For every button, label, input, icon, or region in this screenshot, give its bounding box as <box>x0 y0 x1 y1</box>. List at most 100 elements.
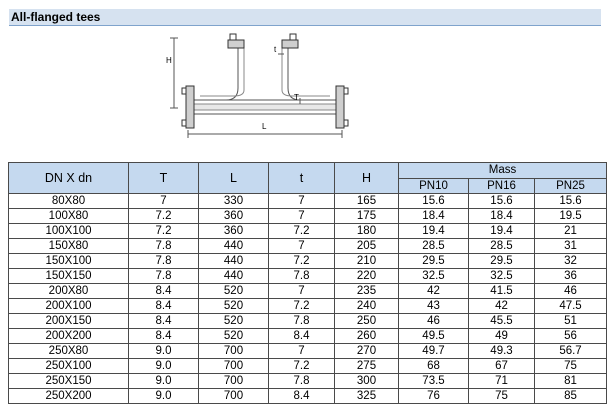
cell-mass-pn10: 29.5 <box>398 253 469 269</box>
cell-dn: 200X150 <box>8 313 129 329</box>
cell-mass-pn10: 32.5 <box>398 268 469 284</box>
cell-t: 8.4 <box>268 328 335 344</box>
cell-t: 7 <box>268 238 335 254</box>
cell-H: 165 <box>334 193 399 209</box>
cell-mass-pn16: 67 <box>468 358 535 374</box>
cell-H: 180 <box>334 223 399 239</box>
cell-mass-pn10: 15.6 <box>398 193 469 209</box>
cell-dn: 150X80 <box>8 238 129 254</box>
cell-t: 8.4 <box>268 388 335 404</box>
cell-mass-pn16: 75 <box>468 388 535 404</box>
header-pn25: PN25 <box>533 178 608 194</box>
cell-t: 7.2 <box>268 298 335 314</box>
cell-mass-pn10: 42 <box>398 283 469 299</box>
cell-H: 260 <box>334 328 399 344</box>
cell-L: 360 <box>198 223 269 239</box>
cell-L: 520 <box>198 298 269 314</box>
cell-t: 7 <box>268 208 335 224</box>
header-H: H <box>334 162 399 194</box>
cell-mass-pn16: 32.5 <box>468 268 535 284</box>
cell-L: 330 <box>198 193 269 209</box>
cell-dn: 250X150 <box>8 373 129 389</box>
dimension-h-label: H <box>166 56 172 65</box>
cell-T: 9.0 <box>128 358 199 374</box>
cell-mass-pn25: 85 <box>533 388 608 404</box>
cell-mass-pn25: 19.5 <box>533 208 608 224</box>
cell-T: 7.8 <box>128 238 199 254</box>
cell-dn: 250X80 <box>8 343 129 359</box>
cell-H: 175 <box>334 208 399 224</box>
cell-L: 700 <box>198 343 269 359</box>
left-flange <box>185 85 195 129</box>
cell-T: 7.2 <box>128 208 199 224</box>
cell-mass-pn16: 18.4 <box>468 208 535 224</box>
header-pn10: PN10 <box>398 178 469 194</box>
left-flange-bolt-bottom <box>181 119 187 127</box>
header-T: T <box>128 162 199 194</box>
cell-T: 8.4 <box>128 313 199 329</box>
cell-mass-pn25: 75 <box>533 358 608 374</box>
cell-mass-pn16: 49.3 <box>468 343 535 359</box>
cell-T: 9.0 <box>128 373 199 389</box>
cell-L: 700 <box>198 373 269 389</box>
cell-t: 7 <box>268 343 335 359</box>
tee-branch-inner <box>200 46 330 97</box>
cell-mass-pn16: 42 <box>468 298 535 314</box>
cell-mass-pn25: 15.6 <box>533 193 608 209</box>
cell-L: 520 <box>198 328 269 344</box>
header-t: t <box>268 162 335 194</box>
cell-dn: 80X80 <box>8 193 129 209</box>
cell-mass-pn25: 47.5 <box>533 298 608 314</box>
cell-mass-pn10: 49.7 <box>398 343 469 359</box>
cell-mass-pn16: 49 <box>468 328 535 344</box>
cell-T: 9.0 <box>128 343 199 359</box>
cell-t: 7.8 <box>268 373 335 389</box>
cell-L: 440 <box>198 253 269 269</box>
cell-mass-pn10: 19.4 <box>398 223 469 239</box>
cell-T: 7.2 <box>128 223 199 239</box>
cell-T: 8.4 <box>128 283 199 299</box>
right-flange-bolt-bottom <box>343 119 349 127</box>
cell-mass-pn25: 81 <box>533 373 608 389</box>
cell-mass-pn25: 56.7 <box>533 343 608 359</box>
cell-mass-pn25: 46 <box>533 283 608 299</box>
right-flange-bolt-top <box>343 87 349 95</box>
cell-dn: 200X80 <box>8 283 129 299</box>
cell-mass-pn16: 28.5 <box>468 238 535 254</box>
tee-branch-body <box>225 46 301 101</box>
header-mass: Mass <box>397 162 608 179</box>
cell-T: 7.8 <box>128 268 199 284</box>
cell-mass-pn25: 21 <box>533 223 608 239</box>
cell-mass-pn16: 41.5 <box>468 283 535 299</box>
cell-mass-pn16: 71 <box>468 373 535 389</box>
cell-mass-pn25: 51 <box>533 313 608 329</box>
cell-T: 8.4 <box>128 298 199 314</box>
cell-mass-pn16: 15.6 <box>468 193 535 209</box>
branch-bolt-right <box>289 33 297 41</box>
cell-mass-pn25: 56 <box>533 328 608 344</box>
branch-flange-right <box>281 39 299 49</box>
cell-t: 7 <box>268 193 335 209</box>
section-header: All-flanged tees <box>9 9 601 26</box>
cell-mass-pn10: 18.4 <box>398 208 469 224</box>
cell-mass-pn25: 31 <box>533 238 608 254</box>
left-flange-bolt-top <box>181 87 187 95</box>
branch-flange-left <box>227 39 245 49</box>
cell-mass-pn25: 36 <box>533 268 608 284</box>
cell-H: 325 <box>334 388 399 404</box>
tee-technical-drawing: H t T L <box>166 33 349 138</box>
cell-L: 440 <box>198 238 269 254</box>
cell-mass-pn10: 46 <box>398 313 469 329</box>
cell-dn: 200X100 <box>8 298 129 314</box>
cell-mass-pn10: 43 <box>398 298 469 314</box>
cell-dn: 200X200 <box>8 328 129 344</box>
cell-H: 220 <box>334 268 399 284</box>
cell-mass-pn10: 28.5 <box>398 238 469 254</box>
cell-L: 360 <box>198 208 269 224</box>
